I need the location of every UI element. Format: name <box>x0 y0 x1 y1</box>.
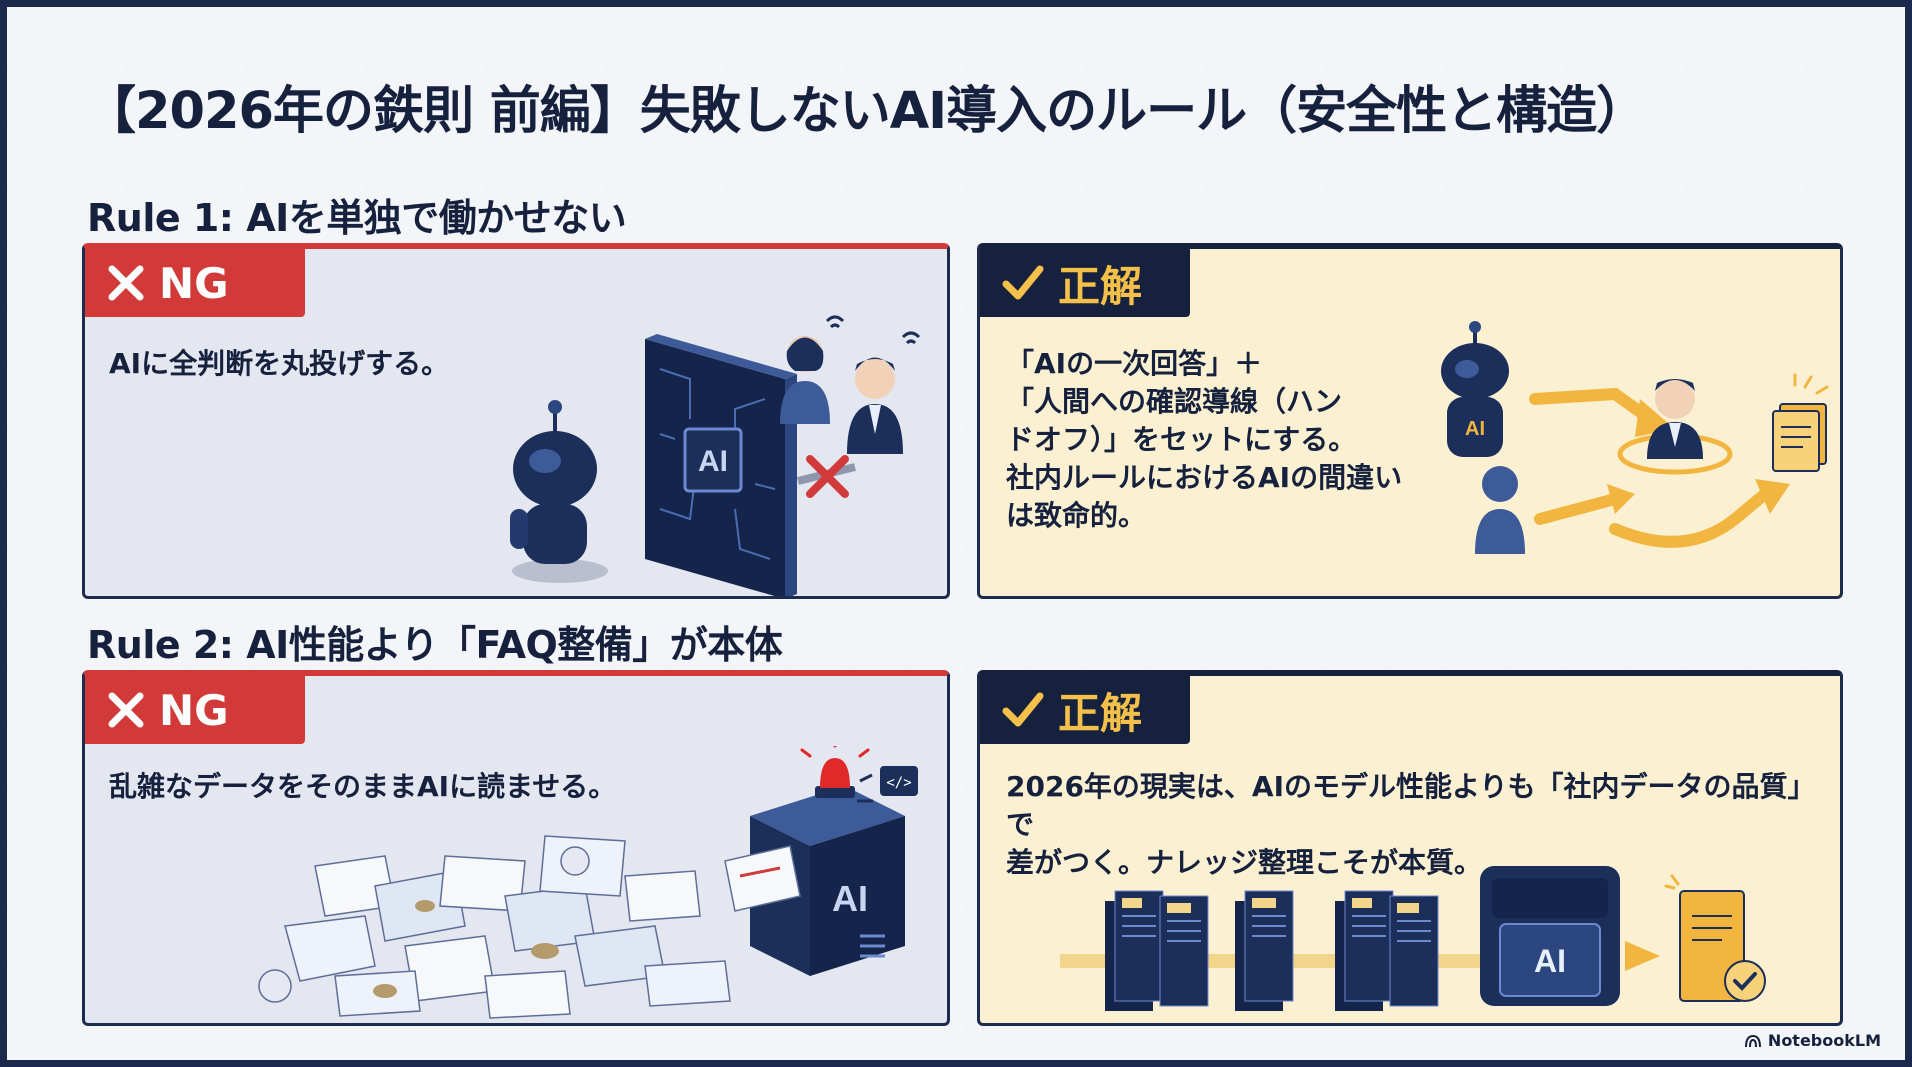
rule1-ok-text: 「AIの一次回答」＋ 「人間への確認導線（ハン ドオフ）」をセットにする。 社内… <box>1006 347 1403 532</box>
ok-badge: 正解 <box>980 249 1190 317</box>
ng-badge-label: NG <box>159 685 229 735</box>
ng-badge: NG <box>85 249 305 317</box>
manager-icon <box>1647 379 1703 459</box>
ok-badge-label: 正解 <box>1058 688 1143 738</box>
ng-badge-label: NG <box>159 258 229 308</box>
person-icon <box>1475 466 1525 554</box>
organized-data-illustration: AI <box>1060 866 1766 1011</box>
svg-text:AI: AI <box>698 445 728 478</box>
cross-icon <box>108 265 144 301</box>
rule1-ng-card: NG AIに全判断を丸投げする。 <box>82 243 950 599</box>
ai-chip-wall: AI <box>645 334 797 596</box>
svg-text:AI: AI <box>1534 943 1566 979</box>
check-icon <box>1002 265 1044 300</box>
svg-text:</>: </> <box>886 775 911 791</box>
footer-brand: NotebookLM <box>1744 1031 1881 1050</box>
rule2-ng-text: 乱雑なデータをそのままAIに読ませる。 <box>109 770 617 803</box>
rule2-heading: Rule 2: AI性能より「FAQ整備」が本体 <box>87 623 783 667</box>
documents-icon <box>1772 373 1829 472</box>
robot-icon: AI <box>1441 321 1509 457</box>
rule1-ok-card: 正解 「AIの一次回答」＋ 「人間への確認導線（ハン ドオフ）」をセットにする。… <box>977 243 1843 599</box>
messy-papers-icon <box>258 835 731 1019</box>
cross-icon <box>108 692 144 728</box>
rule2-ok-text: 2026年の現実は、AIのモデル性能よりも「社内データの品質」で 差がつく。ナレ… <box>1006 770 1816 879</box>
red-x-icon <box>797 455 856 498</box>
approved-document-icon <box>1664 874 1766 1002</box>
footer-label: NotebookLM <box>1767 1031 1881 1050</box>
ng-badge: NG <box>85 676 305 744</box>
handoff-illustration: AI <box>1441 321 1829 554</box>
page-title: 【2026年の鉄則 前編】失敗しないAI導入のルール（安全性と構造） <box>85 82 1647 141</box>
ai-server-icon: AI <box>1480 866 1620 1006</box>
svg-text:AI: AI <box>832 878 868 919</box>
organized-documents-icon <box>1105 890 1439 1011</box>
check-icon <box>1002 692 1044 727</box>
messy-data-illustration: AI </> <box>258 746 918 1019</box>
ai-machine-icon: AI </> <box>724 746 918 976</box>
ok-badge-label: 正解 <box>1058 261 1143 311</box>
notebooklm-logo-icon <box>1744 1034 1761 1047</box>
robot-icon <box>510 400 597 564</box>
rule1-heading: Rule 1: AIを単独で働かせない <box>87 196 627 240</box>
rule1-ng-text: AIに全判断を丸投げする。 <box>109 347 450 380</box>
ok-badge: 正解 <box>980 676 1190 744</box>
rule2-ng-card: NG 乱雑なデータをそのままAIに読ませる。 <box>82 670 950 1026</box>
rule2-ok-card: 正解 2026年の現実は、AIのモデル性能よりも「社内データの品質」で 差がつく… <box>977 670 1843 1026</box>
confused-people-icon <box>780 315 921 454</box>
svg-text:AI: AI <box>1465 418 1485 440</box>
robot-blocked-illustration: AI <box>510 315 921 596</box>
